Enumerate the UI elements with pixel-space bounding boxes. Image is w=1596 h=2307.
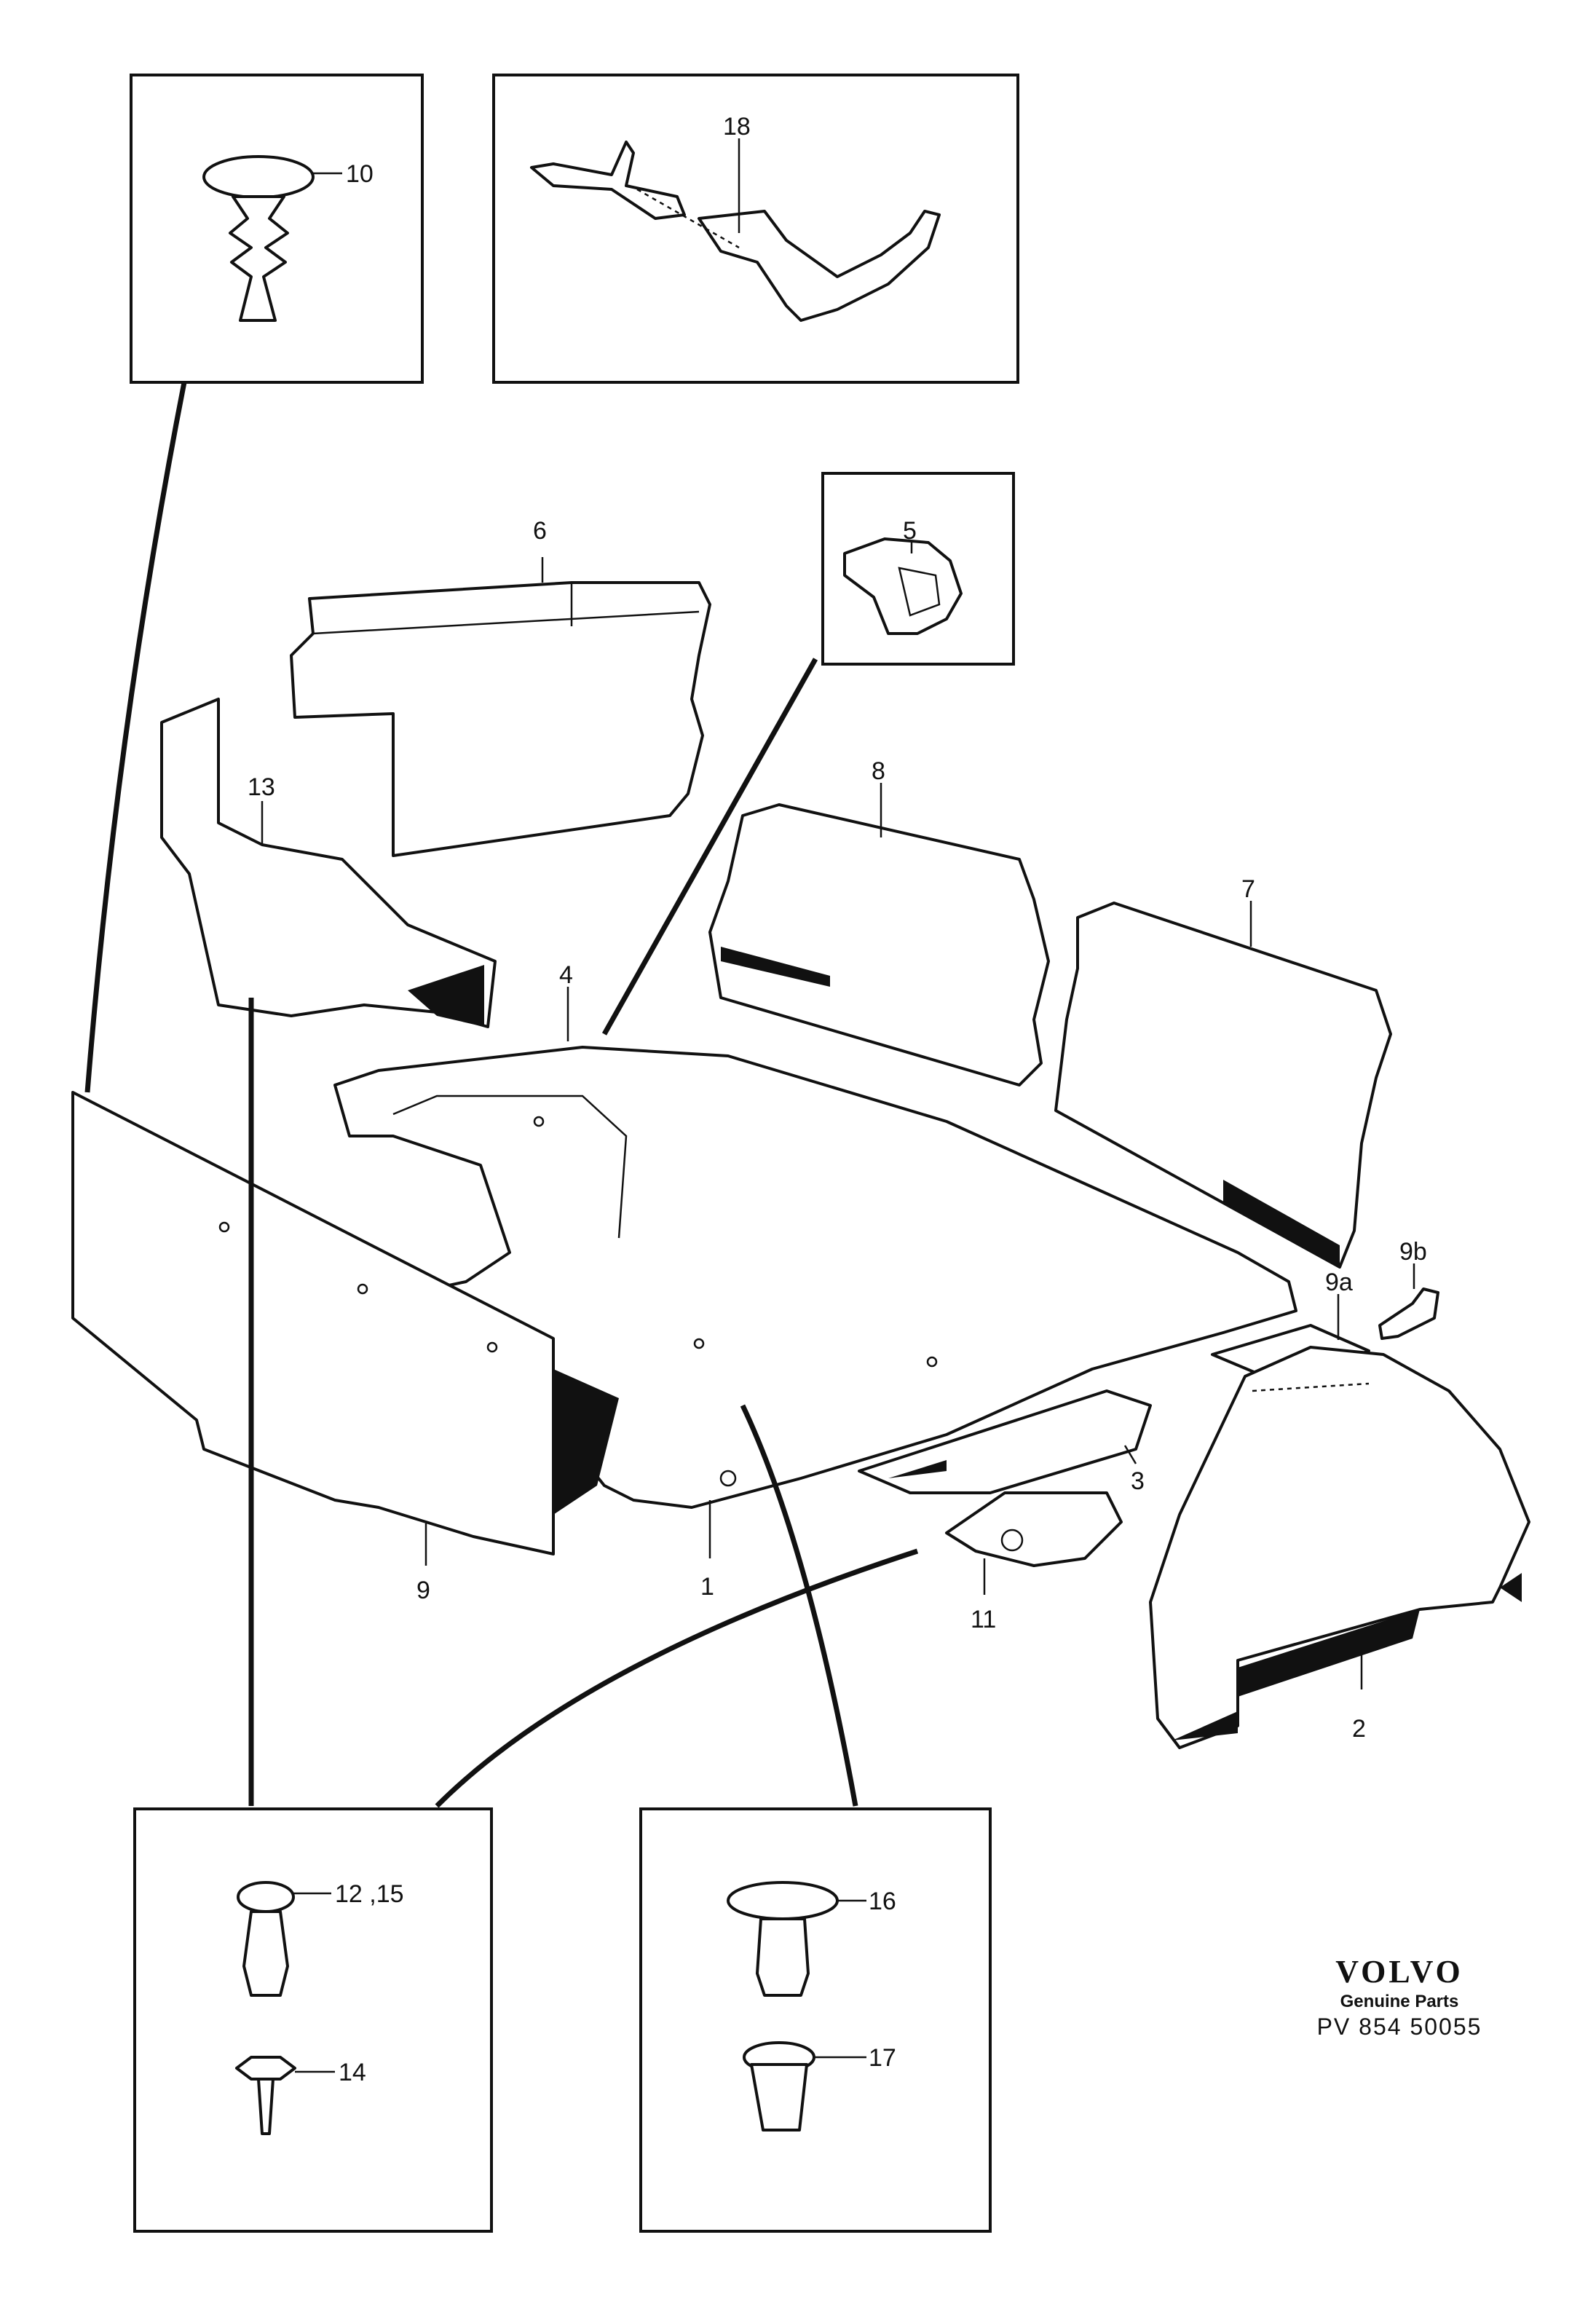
part-9a-pad: 9a: [1211, 1269, 1370, 1385]
callout-1: 1: [700, 1573, 714, 1601]
part-4-label: 4: [559, 961, 573, 1041]
callout-16: 16: [869, 1888, 896, 1915]
part-6-panel: 6: [290, 517, 711, 857]
inset-clip-10: 10: [130, 74, 424, 384]
brand-block: VOLVO Genuine Parts PV 854 50055: [1276, 1953, 1523, 2040]
callout-8: 8: [872, 757, 885, 785]
callout-9: 9: [416, 1577, 430, 1604]
inset-clips-12-15-14: 12 ,15 14: [133, 1807, 493, 2233]
brand-subtitle: Genuine Parts: [1340, 1992, 1459, 2011]
part-number-code: PV 854 50055: [1316, 2014, 1482, 2040]
callout-9a: 9a: [1325, 1269, 1353, 1296]
inset-clips-16-17: 16 17: [639, 1807, 992, 2233]
inset-bracket-18: 18: [492, 74, 1019, 384]
part-9-side-panel: 9: [71, 1091, 619, 1604]
callout-7: 7: [1241, 875, 1255, 903]
part-7-panel: 7: [1054, 875, 1392, 1269]
callout-17: 17: [869, 2044, 896, 2072]
callout-3: 3: [1131, 1467, 1145, 1495]
arrows: [84, 382, 919, 1808]
part-9b-bracket: 9b: [1378, 1238, 1439, 1340]
volvo-logo: VOLVO: [1335, 1954, 1463, 1989]
part-2-wheel-housing: 2: [1149, 1346, 1530, 1749]
callout-4: 4: [559, 961, 573, 989]
callout-14: 14: [339, 2059, 366, 2086]
inset-clip-5: 5: [821, 472, 1015, 666]
callout-2: 2: [1352, 1715, 1366, 1743]
callout-6: 6: [533, 517, 547, 545]
callout-10: 10: [346, 160, 374, 188]
part-13-trim: 13: [160, 698, 497, 1028]
callout-11: 11: [971, 1606, 996, 1633]
part-8-panel: 8: [708, 757, 1050, 1087]
callout-18: 18: [723, 113, 751, 141]
part-3-strip: 3: [858, 1389, 1152, 1495]
callout-13: 13: [248, 773, 275, 801]
callout-9b: 9b: [1399, 1238, 1427, 1266]
callout-5: 5: [903, 517, 917, 545]
callout-12-15: 12 ,15: [335, 1880, 404, 1908]
part-11-cover: 11: [945, 1491, 1123, 1633]
